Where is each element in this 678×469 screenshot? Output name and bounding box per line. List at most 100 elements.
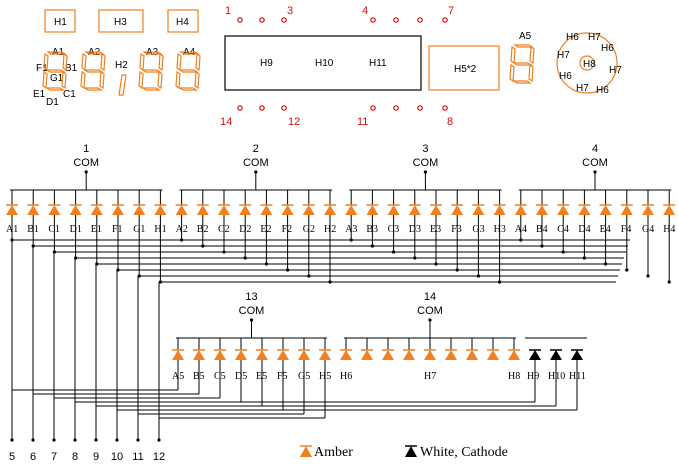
group-14-number: 14: [424, 291, 436, 303]
led-H3: [493, 205, 506, 215]
digit-5-seg-3: [512, 80, 532, 84]
led-F5-label: F5: [277, 371, 288, 382]
group-2-number: 2: [253, 143, 259, 155]
led-G4-node: [646, 274, 650, 278]
digit-label-b1: B1: [65, 63, 78, 74]
led-C5: [214, 350, 226, 360]
seg-pin-11-node: [136, 438, 140, 442]
digit-1-seg-2: [61, 70, 67, 90]
pin-label-4: 4: [362, 5, 368, 17]
digit-2-seg-3: [83, 87, 103, 91]
pin-label-14: 14: [220, 116, 232, 128]
led-D5: [235, 350, 247, 360]
h1-label: H1: [54, 17, 67, 28]
digit-1-seg-6: [45, 69, 66, 73]
h3-box: [98, 9, 144, 33]
pin-dot-2: [281, 17, 287, 23]
legend-amber-led-icon: [300, 446, 312, 457]
led-B1: [27, 205, 40, 215]
seg-pin-9-label: 9: [93, 451, 99, 463]
led-H4: [663, 205, 676, 215]
digit-4-seg-3: [178, 87, 198, 91]
seg-pin-8-node: [73, 438, 77, 442]
led-F1-label: F1: [112, 224, 123, 235]
digit-label-c1: C1: [63, 89, 76, 100]
led-H9-label: H9: [527, 371, 539, 382]
pin-dot-7: [237, 105, 243, 111]
center-label-h9: H9: [260, 58, 273, 69]
led-G4: [642, 205, 654, 215]
h5-box: [428, 45, 500, 91]
led-B5: [193, 350, 205, 360]
digit-4-seg-6: [178, 69, 199, 73]
fan-label-h7-right: H7: [609, 65, 622, 76]
digit-2-seg-4: [80, 70, 86, 90]
group-4-number: 4: [592, 143, 598, 155]
digit-label-f1: F1: [36, 63, 48, 74]
led-H5: [319, 350, 331, 360]
digit-label-e1: E1: [33, 89, 46, 100]
digit-3-seg-5: [139, 52, 145, 72]
led-H11: [571, 350, 583, 360]
digit-1-seg-3: [45, 87, 65, 91]
digit-3-seg-6: [141, 69, 162, 73]
seg-pin-11-label: 11: [132, 451, 143, 463]
digit-5-seg-0: [513, 44, 534, 48]
led-14-1: [361, 350, 373, 360]
led-F1: [112, 205, 124, 215]
led-F4-node: [625, 268, 629, 272]
digit-3: [138, 51, 164, 91]
led-F3-label: F3: [451, 224, 462, 235]
led-E5: [256, 350, 268, 360]
digit-2-seg-1: [100, 52, 106, 72]
group-14-com: COM: [417, 305, 443, 317]
pin-label-8: 8: [447, 116, 453, 128]
seg-pin-6-node: [31, 438, 35, 442]
seg-pin-9-node: [94, 438, 98, 442]
led-A3: [345, 205, 358, 215]
center-label-h10: H10: [315, 58, 334, 69]
led-B4: [536, 205, 548, 215]
led-F3: [451, 205, 464, 215]
group-13-number: 13: [245, 291, 257, 303]
fan-label-h6-left: H6: [559, 71, 572, 82]
group-3-com: COM: [413, 157, 439, 169]
pin-dot-5: [417, 17, 423, 23]
pin-dot-0: [237, 17, 243, 23]
led-E1: [90, 205, 103, 215]
digit-3-seg-3: [141, 87, 161, 91]
legend-white-led-icon: [405, 446, 417, 457]
pin-dot-1: [259, 17, 265, 23]
digit-4: [175, 51, 201, 91]
led-G2: [302, 205, 315, 215]
seg-pin-5-label: 5: [9, 451, 15, 463]
led-F4-label: F4: [621, 224, 632, 235]
legend-amber-label: Amber: [314, 445, 353, 460]
pin-label-1: 1: [225, 5, 231, 17]
colon-segment: [118, 74, 127, 96]
group-1-com: COM: [73, 157, 99, 169]
led-H9: [529, 350, 541, 360]
led-14-5: [445, 350, 457, 360]
seg-pin-10-label: 10: [111, 451, 123, 463]
led-C4: [557, 205, 570, 215]
led-14-4: [424, 350, 436, 360]
seg-pin-12-node: [157, 438, 161, 442]
led-D3: [408, 205, 421, 215]
group-2-com: COM: [243, 157, 269, 169]
led-F2: [281, 205, 294, 215]
led-B3: [366, 205, 379, 215]
pin-dot-8: [259, 105, 265, 111]
digit-4-seg-4: [175, 70, 181, 90]
pin-label-11: 11: [357, 116, 368, 128]
seg-pin-5-node: [10, 438, 14, 442]
h4-label: H4: [176, 17, 189, 28]
digit-2-seg-6: [83, 69, 104, 73]
led-14-0: [340, 350, 352, 360]
led-G1: [133, 205, 146, 215]
fan-label-h8: H8: [583, 59, 596, 70]
fan-label-h7-top: H7: [588, 32, 601, 43]
digit-5-seg-5: [510, 45, 516, 65]
led-14-4-label: H7: [424, 371, 436, 382]
